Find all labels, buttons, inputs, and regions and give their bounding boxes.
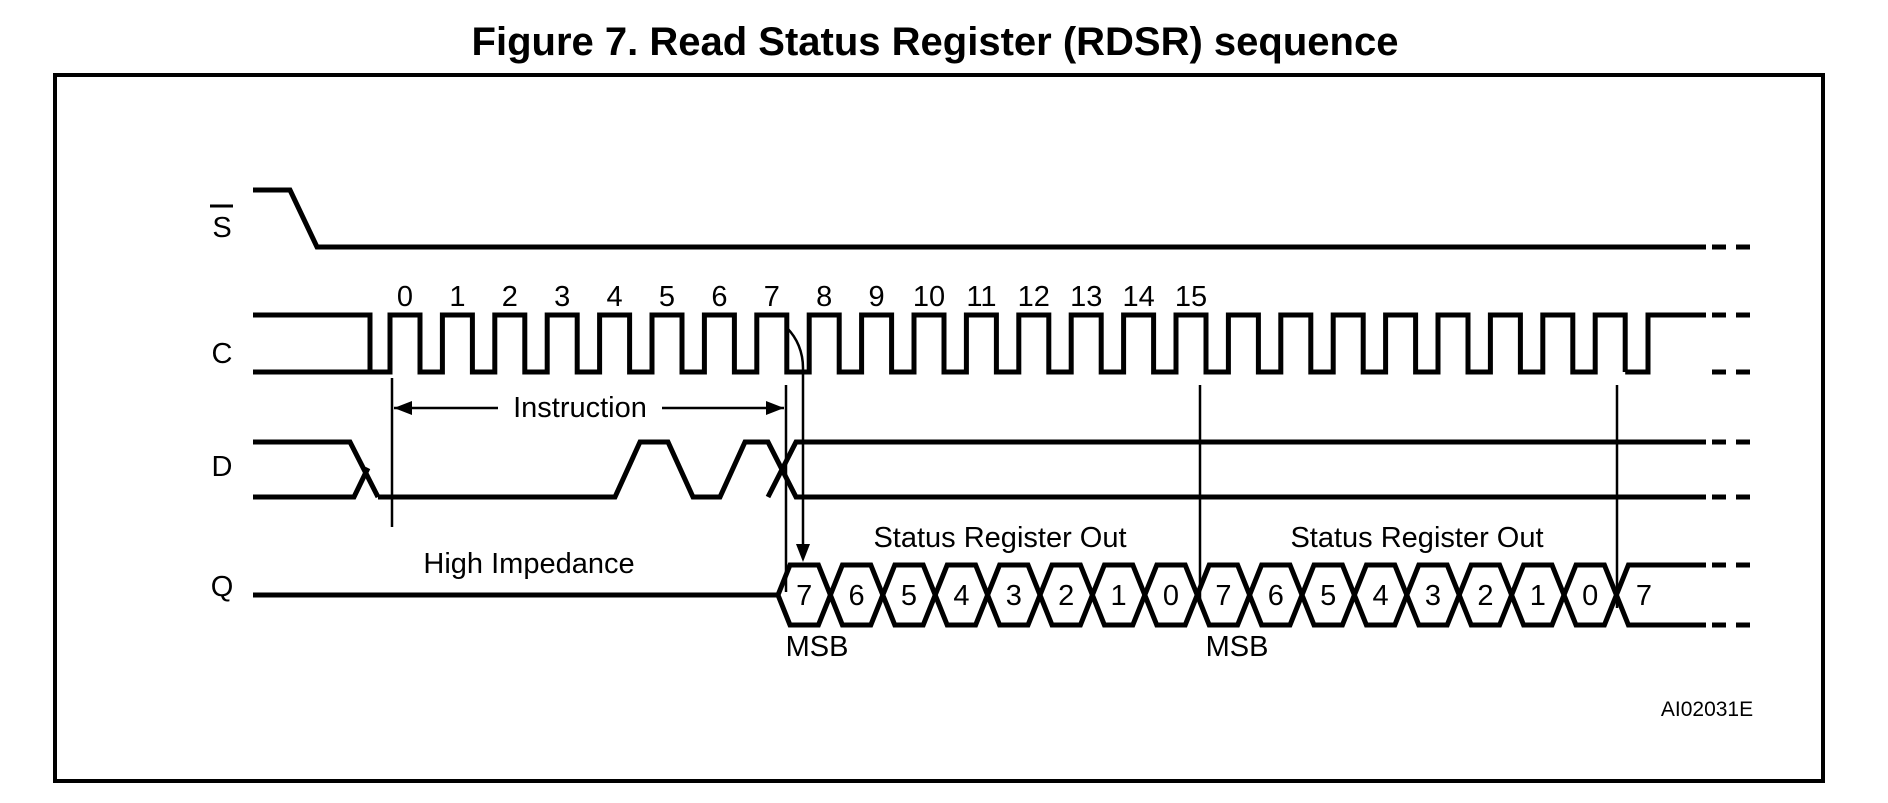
- waveform-clock-tail: [1625, 312, 1706, 375]
- clock-cycle-number: 8: [816, 281, 832, 313]
- clock-cycle-number: 0: [397, 281, 413, 313]
- q-bit-value: 7: [796, 580, 812, 612]
- clock-cycle-number: 3: [554, 281, 570, 313]
- instruction-arrow-left-head-icon: [394, 401, 412, 415]
- figure-id: AI02031E: [1661, 698, 1753, 721]
- q-bit-value: 2: [1058, 580, 1074, 612]
- q-bit-value: 1: [1111, 580, 1127, 612]
- clock-cycle-number: 14: [1122, 281, 1154, 313]
- signal-label-clock: C: [212, 338, 233, 370]
- msb-label-second: MSB: [1206, 631, 1269, 663]
- msb-label-first: MSB: [786, 631, 849, 663]
- q-bit-value: 6: [849, 580, 865, 612]
- signal-label-data-in: D: [212, 451, 233, 483]
- q-bit-value: 3: [1425, 580, 1441, 612]
- instruction-arrow-right-head-icon: [766, 401, 784, 415]
- diagram-border: [53, 73, 1825, 783]
- instruction-label: Instruction: [513, 392, 647, 424]
- clock-cycle-number: 2: [502, 281, 518, 313]
- waveform-select: [253, 187, 1706, 250]
- clock-cycle-number: 6: [711, 281, 727, 313]
- msb-capture-arrow: [786, 327, 805, 544]
- clock-cycle-number: 9: [869, 281, 885, 313]
- q-bit-value: 2: [1477, 580, 1493, 612]
- waveform-data-out-open-cell: [1614, 562, 1706, 628]
- clock-cycle-number: 4: [607, 281, 623, 313]
- q-bit-value: 1: [1530, 580, 1546, 612]
- high-impedance-label: High Impedance: [423, 548, 634, 580]
- waveform-clock-start-high: [253, 312, 373, 372]
- clock-cycle-number: 15: [1175, 281, 1207, 313]
- clock-cycle-number: 10: [913, 281, 945, 313]
- waveform-data-in-instruction-bits: [378, 439, 1706, 500]
- q-bit-value: 4: [953, 580, 969, 612]
- q-bit-value: 7: [1215, 580, 1231, 612]
- signal-label-data-out: Q: [211, 571, 234, 603]
- status-register-out-label-first: Status Register Out: [873, 522, 1126, 554]
- q-bit-value: 0: [1582, 580, 1598, 612]
- q-bit-value: 6: [1268, 580, 1284, 612]
- status-register-out-label-second: Status Register Out: [1290, 522, 1543, 554]
- msb-capture-arrow-head-icon: [796, 544, 810, 562]
- figure-title: Figure 7. Read Status Register (RDSR) se…: [472, 20, 1399, 64]
- q-bit-value: 4: [1373, 580, 1389, 612]
- waveform-data-in-end-high: [765, 439, 1706, 499]
- clock-cycle-number: 7: [764, 281, 780, 313]
- q-bit-value: 5: [901, 580, 917, 612]
- clock-cycle-number: 12: [1018, 281, 1050, 313]
- q-bit-value: 3: [1006, 580, 1022, 612]
- clock-cycle-number: 1: [449, 281, 465, 313]
- clock-cycle-number: 11: [966, 281, 996, 313]
- waveform-data-in-start-high: [253, 439, 381, 499]
- waveform-clock-pulses: [253, 312, 1628, 375]
- q-bit-value: 5: [1320, 580, 1336, 612]
- waveform-data-in-start-low: [253, 466, 371, 500]
- q-bit-value: 0: [1163, 580, 1179, 612]
- q-bit-value-continuation: 7: [1636, 580, 1652, 612]
- clock-cycle-number: 5: [659, 281, 675, 313]
- waveform-data-out-hexagons-group: 7 6 5 4 3 2 1 0 7 6 5 4 3 2 1 0 7: [775, 562, 1652, 628]
- clock-cycle-number: 13: [1070, 281, 1102, 313]
- signal-label-select: S: [212, 212, 231, 244]
